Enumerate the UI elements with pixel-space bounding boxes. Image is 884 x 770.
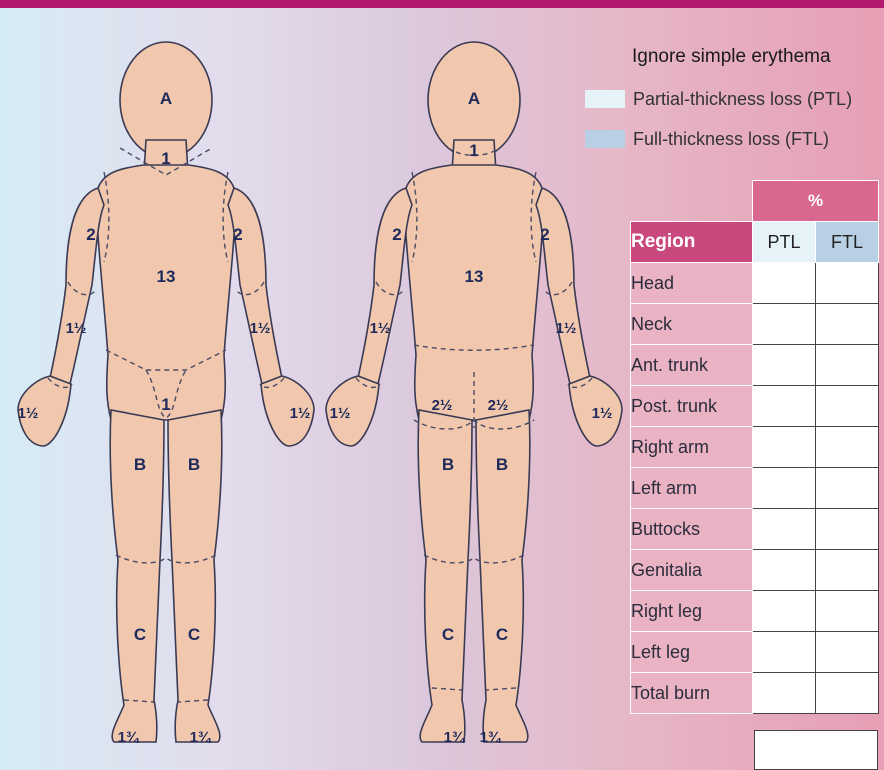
- ant-trunk-ptl-cell[interactable]: [753, 345, 816, 386]
- back-upperarm-right-label: 2: [540, 225, 549, 244]
- post-trunk-ptl-cell[interactable]: [753, 386, 816, 427]
- table-corner: [631, 181, 753, 222]
- ftl-swatch: [585, 130, 625, 148]
- back-upperarm-left-label: 2: [392, 225, 401, 244]
- left-leg-ftl-cell[interactable]: [816, 632, 879, 673]
- back-foot-right-label: 1¾: [480, 729, 502, 746]
- table-row: Buttocks: [631, 509, 879, 550]
- row-label-right-arm: Right arm: [631, 427, 753, 468]
- buttocks-ptl-cell[interactable]: [753, 509, 816, 550]
- burn-percentage-table: % Region PTL FTL Head Neck Ant. trunk Po…: [630, 180, 879, 714]
- left-arm-ftl-cell[interactable]: [816, 468, 879, 509]
- front-thigh-right-label: B: [188, 455, 200, 474]
- front-upperarm-left-label: 2: [86, 225, 95, 244]
- legend-ptl-label: Partial-thickness loss (PTL): [633, 89, 852, 110]
- table-row: Left arm: [631, 468, 879, 509]
- back-forearm-left-label: 1½: [370, 320, 391, 337]
- head-ftl-cell[interactable]: [816, 263, 879, 304]
- table-row: Ant. trunk: [631, 345, 879, 386]
- table-header-pct-row: %: [631, 181, 879, 222]
- back-buttock-right-label: 2½: [488, 397, 509, 414]
- front-forearm-left-label: 1½: [66, 320, 87, 337]
- back-figure: A 1 13 2 2 1½ 1½ 1½ 1½ 2½ 2½ B B C C 1¾ …: [326, 42, 622, 746]
- back-thigh-left-label: B: [442, 455, 454, 474]
- legend-ftl-label: Full-thickness loss (FTL): [633, 129, 829, 150]
- row-label-post-trunk: Post. trunk: [631, 386, 753, 427]
- front-forearm-right-label: 1½: [250, 320, 271, 337]
- left-leg-ptl-cell[interactable]: [753, 632, 816, 673]
- ptl-header: PTL: [753, 222, 816, 263]
- back-forearm-right-label: 1½: [556, 320, 577, 337]
- ant-trunk-ftl-cell[interactable]: [816, 345, 879, 386]
- front-leg-left-label: C: [134, 625, 146, 644]
- front-foot-right-label: 1¾: [190, 729, 212, 746]
- front-head-label: A: [160, 89, 172, 108]
- total-ptl-cell[interactable]: [753, 673, 816, 714]
- table-row: Head: [631, 263, 879, 304]
- row-label-left-leg: Left leg: [631, 632, 753, 673]
- table-row: Genitalia: [631, 550, 879, 591]
- buttocks-ftl-cell[interactable]: [816, 509, 879, 550]
- back-foot-left-label: 1¾: [444, 729, 466, 746]
- front-thigh-left-label: B: [134, 455, 146, 474]
- back-head-label: A: [468, 89, 480, 108]
- back-leg-left-label: C: [442, 625, 454, 644]
- ptl-swatch: [585, 90, 625, 108]
- percent-header: %: [753, 181, 879, 222]
- head-ptl-cell[interactable]: [753, 263, 816, 304]
- ftl-header: FTL: [816, 222, 879, 263]
- row-label-right-leg: Right leg: [631, 591, 753, 632]
- right-arm-ptl-cell[interactable]: [753, 427, 816, 468]
- genitalia-ftl-cell[interactable]: [816, 550, 879, 591]
- back-trunk-label: 13: [465, 267, 484, 286]
- row-label-total-burn: Total burn: [631, 673, 753, 714]
- right-arm-ftl-cell[interactable]: [816, 427, 879, 468]
- row-label-genitalia: Genitalia: [631, 550, 753, 591]
- back-neck-label: 1: [469, 141, 478, 160]
- legend-title: Ignore simple erythema: [632, 46, 831, 68]
- front-figure: A 1 13 2 2 1½ 1½ 1½ 1½ 1 B B C C 1¾ 1¾: [18, 42, 314, 746]
- right-leg-ptl-cell[interactable]: [753, 591, 816, 632]
- front-hand-left-label: 1½: [18, 405, 39, 422]
- neck-ptl-cell[interactable]: [753, 304, 816, 345]
- front-leg-right-label: C: [188, 625, 200, 644]
- legend-ptl: Partial-thickness loss (PTL): [585, 88, 852, 110]
- table-row: Right arm: [631, 427, 879, 468]
- row-label-ant-trunk: Ant. trunk: [631, 345, 753, 386]
- front-trunk-label: 13: [157, 267, 176, 286]
- table-row: Total burn: [631, 673, 879, 714]
- left-arm-ptl-cell[interactable]: [753, 468, 816, 509]
- front-neck-label: 1: [161, 149, 170, 168]
- post-trunk-ftl-cell[interactable]: [816, 386, 879, 427]
- back-buttock-left-label: 2½: [432, 397, 453, 414]
- legend-ftl: Full-thickness loss (FTL): [585, 128, 829, 150]
- front-upperarm-right-label: 2: [233, 225, 242, 244]
- region-header: Region: [631, 222, 753, 263]
- front-hand-right-label: 1½: [290, 405, 311, 422]
- row-label-neck: Neck: [631, 304, 753, 345]
- back-hand-right-label: 1½: [592, 405, 613, 422]
- table-row: Left leg: [631, 632, 879, 673]
- back-hand-left-label: 1½: [330, 405, 351, 422]
- back-thigh-right-label: B: [496, 455, 508, 474]
- back-leg-right-label: C: [496, 625, 508, 644]
- front-foot-left-label: 1¾: [118, 729, 140, 746]
- genitalia-ptl-cell[interactable]: [753, 550, 816, 591]
- table-row: Post. trunk: [631, 386, 879, 427]
- table-row: Right leg: [631, 591, 879, 632]
- total-ftl-cell[interactable]: [816, 673, 879, 714]
- table-header-row: Region PTL FTL: [631, 222, 879, 263]
- table-row: Neck: [631, 304, 879, 345]
- neck-ftl-cell[interactable]: [816, 304, 879, 345]
- total-burn-sum-box[interactable]: [754, 730, 878, 770]
- row-label-head: Head: [631, 263, 753, 304]
- front-genitalia-label: 1: [161, 395, 170, 414]
- row-label-left-arm: Left arm: [631, 468, 753, 509]
- right-leg-ftl-cell[interactable]: [816, 591, 879, 632]
- row-label-buttocks: Buttocks: [631, 509, 753, 550]
